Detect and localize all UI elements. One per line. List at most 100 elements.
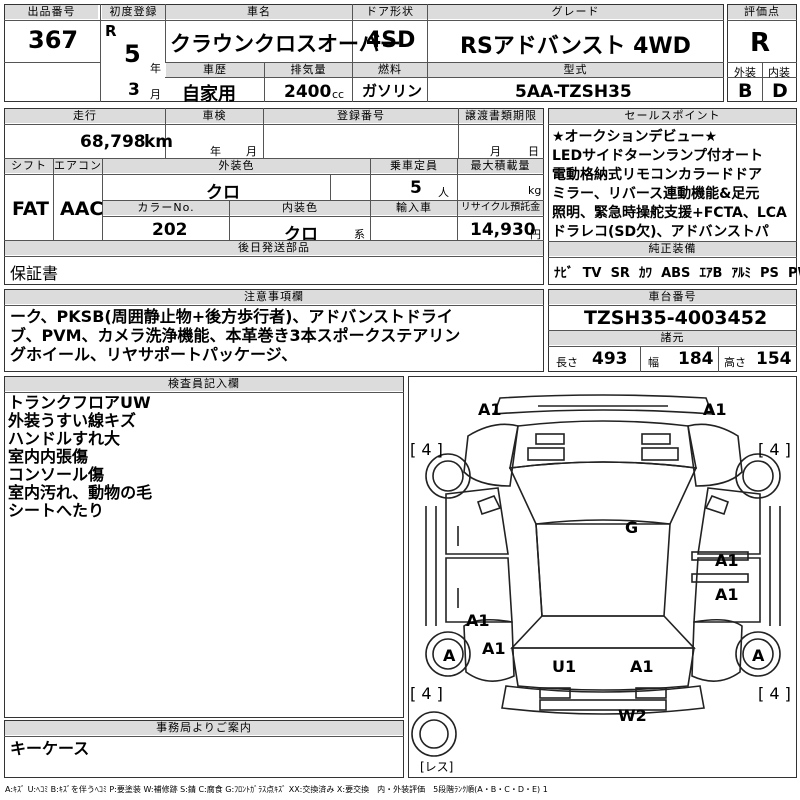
spec-label: 諸元 [549, 331, 796, 345]
first-reg-label: 初度登録 [102, 5, 165, 19]
tire-depth: [ 4 ] [410, 440, 443, 459]
capacity-label: 乗車定員 [371, 159, 457, 173]
ext-label: 外装 [734, 66, 756, 79]
ac: AAC [60, 198, 104, 220]
inspector-line: 室内汚れ、動物の毛 [8, 483, 153, 502]
reg-year: 5 [124, 40, 141, 68]
damage-mark: A [752, 646, 765, 665]
height-label: 高さ [724, 356, 746, 369]
length: 493 [592, 349, 628, 369]
reg-month: 3 [128, 80, 140, 100]
later-parts: 保証書 [10, 264, 59, 283]
door-type: 4SD [366, 28, 416, 53]
damage-mark: G [625, 518, 639, 537]
equipment-item: TV [582, 266, 602, 281]
notes-label: 注意事項欄 [5, 290, 543, 304]
notes-line: ブ、PVM、カメラ洗浄機能、本革巻き3本スポークステアリン [10, 326, 461, 345]
car-diagram [411, 394, 781, 757]
equipment-item: PS [760, 266, 779, 281]
damage-mark: A1 [482, 639, 506, 658]
sales-line: ★オークションデビュー★ [552, 129, 718, 145]
legend: A:ｷｽﾞ U:ﾍｺﾐ B:ｷｽﾞを伴うﾍｺﾐ P:要塗装 W:補修跡 S:錆 … [5, 785, 548, 794]
displacement-label: 排気量 [265, 63, 352, 77]
recycle-label: リサイクル預託金 [458, 201, 543, 215]
sales-label: セールスポイント [549, 109, 796, 123]
notes-line: ーク、PKSB(周囲静止物+後方歩行者)、アドバンストドライ [10, 307, 453, 326]
inspector-line: コンソール傷 [8, 465, 105, 484]
capacity: 5 [410, 178, 422, 198]
load-label: 最大積載量 [458, 159, 543, 173]
sales-line: 照明、緊急時操舵支援+FCTA、LCA [552, 205, 787, 221]
width: 184 [678, 349, 714, 369]
mileage-unit: km [144, 132, 174, 152]
sales-line: 電動格納式リモコンカラードドア [552, 167, 762, 183]
reg-no-label: 登録番号 [264, 109, 458, 123]
transfer-month: 月 [490, 145, 501, 158]
int-grade: D [772, 80, 788, 102]
damage-mark: A1 [715, 585, 739, 604]
fuel-label: 燃料 [353, 63, 427, 77]
history-label: 車歴 [166, 63, 264, 77]
office-text: キーケース [10, 739, 90, 758]
model-label: 型式 [428, 63, 723, 77]
reg-year-unit: 年 [150, 62, 161, 75]
equipment-list: ﾅﾋﾞ TV SR ｶﾜ ABS ｴｱB ｱﾙﾐ PS PW [554, 262, 800, 281]
damage-mark: A1 [715, 551, 739, 570]
later-parts-label: 後日発送部品 [5, 241, 543, 255]
recycle: 14,930 [470, 220, 536, 240]
equipment-item: ｴｱB [699, 266, 723, 281]
damage-mark: A1 [478, 400, 502, 419]
displacement: 2400 [284, 82, 332, 102]
damage-mark: A1 [466, 611, 490, 630]
displacement-unit: cc [332, 88, 345, 101]
damage-mark: W2 [618, 706, 647, 725]
model: 5AA-TZSH35 [515, 82, 632, 102]
spare-tire-label: [レス] [420, 760, 454, 774]
interior-label: 内装色 [230, 201, 370, 215]
equipment-item: ｶﾜ [639, 266, 652, 281]
damage-mark: U1 [552, 657, 577, 676]
fuel: ガソリン [362, 82, 423, 100]
sales-section [548, 108, 797, 285]
shift-label: シフト [5, 159, 53, 173]
capacity-unit: 人 [438, 186, 449, 199]
color-label: 外装色 [103, 159, 370, 173]
color-no: 202 [152, 220, 188, 240]
notes-section [4, 289, 544, 372]
shift: FAT [12, 198, 49, 220]
color-no-label: カラーNo. [103, 201, 229, 215]
load-unit: kg [528, 184, 542, 197]
car-diagram-section [408, 376, 797, 778]
grade: RSアドバンスト 4WD [460, 34, 691, 59]
lot-label: 出品番号 [5, 5, 98, 19]
inspection-year: 年 [210, 145, 221, 158]
chassis-number: TZSH35-4003452 [584, 307, 768, 329]
damage-mark: A [443, 646, 456, 665]
chassis-label: 車台番号 [549, 290, 796, 304]
history: 自家用 [182, 84, 236, 105]
ext-grade: B [738, 80, 753, 102]
transfer-label: 譲渡書類期限 [459, 109, 543, 123]
length-label: 長さ [556, 356, 578, 369]
notes-line: グホイール、リヤサポートパッケージ、 [10, 345, 298, 364]
lot-number: 367 [28, 26, 79, 54]
equipment-item: ABS [661, 266, 691, 281]
inspector-label: 検査員記入欄 [5, 377, 403, 391]
inspector-line: トランクフロアUW [8, 393, 151, 412]
car-name-label: 車名 [166, 5, 352, 19]
tire-depth: [ 4 ] [758, 684, 791, 703]
mileage: 68,798 [80, 132, 146, 152]
import-label: 輸入車 [371, 201, 457, 215]
sales-line: ミラー、リバース連動機能&足元 [552, 186, 760, 202]
reg-month-unit: 月 [150, 88, 161, 101]
damage-mark: A1 [630, 657, 654, 676]
inspector-line: シートへたり [8, 501, 105, 520]
recycle-unit: 円 [530, 228, 541, 241]
equipment-item: ｱﾙﾐ [731, 266, 751, 281]
ac-label: エアコン [54, 159, 102, 173]
width-label: 幅 [648, 356, 659, 369]
vehicle-info-section [4, 108, 544, 285]
inspector-line: 外装うすい線キズ [8, 411, 137, 430]
inspector-line: ハンドルすれ大 [8, 429, 121, 448]
score-label: 評価点 [728, 5, 796, 19]
